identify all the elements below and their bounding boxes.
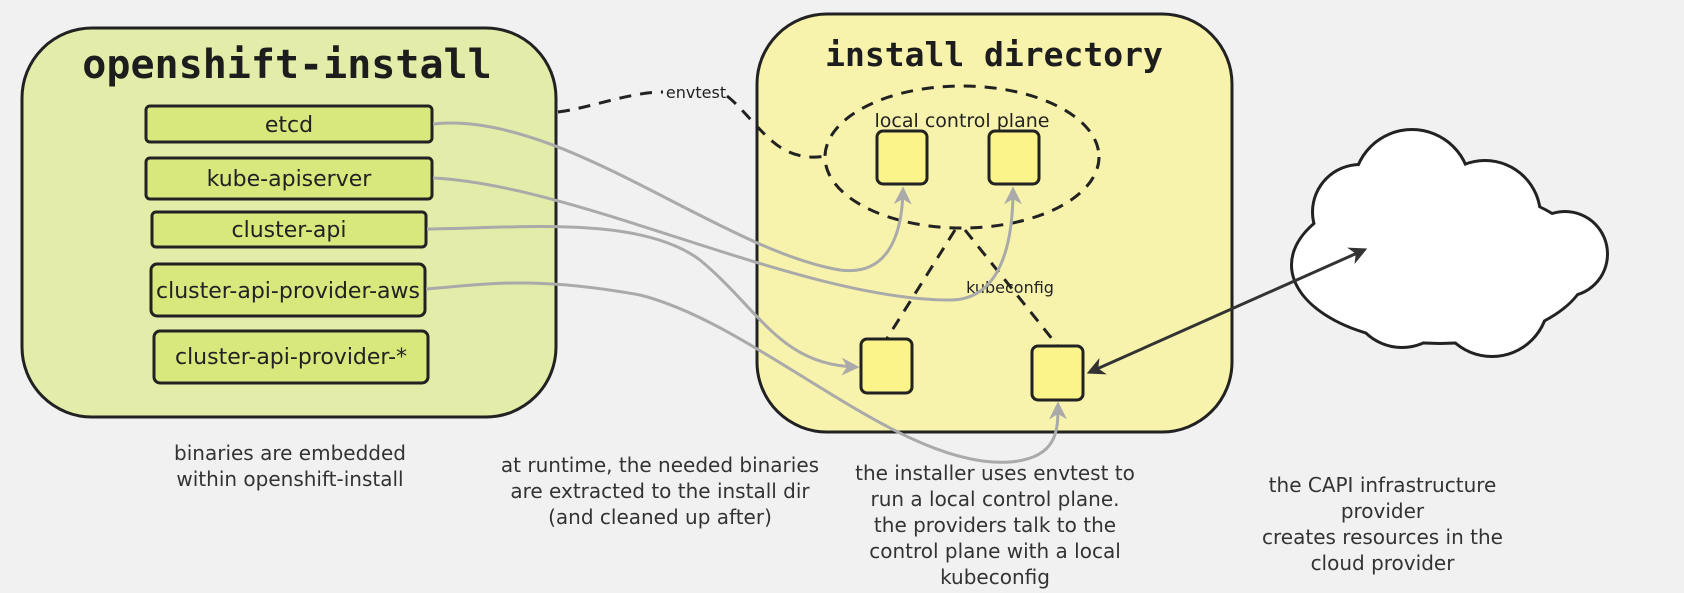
binary-label: kube-apiserver: [207, 167, 373, 192]
local-control-plane-ellipse: [823, 84, 1101, 230]
binary-label: etcd: [265, 113, 313, 138]
binary-box-cluster-api-provider-aws: cluster-api-provider-aws: [149, 262, 427, 318]
openshift-install-panel: openshift-install etcd kube-apiserver cl…: [20, 26, 558, 419]
kube-apiserver-extraction-arrow: [432, 176, 1022, 302]
cluster-api-box: [859, 337, 914, 395]
binary-label: cluster-api-provider-*: [175, 345, 407, 370]
caption-binaries-embedded: binaries are embedded within openshift-i…: [174, 441, 406, 491]
local-control-plane-label: local control plane: [875, 110, 1050, 132]
binary-box-kube-apiserver: kube-apiserver: [144, 156, 434, 201]
install-directory-title: install directory: [825, 35, 1163, 74]
caption-capi-provider: the CAPI infrastructure provider creates…: [1262, 473, 1503, 575]
caption-envtest-control-plane: the installer uses envtest to run a loca…: [855, 461, 1135, 589]
kubeconfig-line-right: [963, 229, 1059, 346]
install-directory-panel: install directory: [755, 12, 1234, 434]
envtest-connector: [557, 90, 827, 159]
etcd-extraction-arrow: [432, 121, 912, 273]
cluster-api-provider-aws-box: [1030, 344, 1085, 402]
kubeconfig-label: kubeconfig: [966, 278, 1054, 297]
provider-cloud-arrow: [1086, 247, 1368, 375]
control-plane-component-box-1: [875, 129, 929, 186]
binary-label: cluster-api-provider-aws: [156, 279, 420, 304]
kubeconfig-line-left: [884, 229, 957, 341]
envtest-label: envtest: [666, 83, 726, 102]
control-plane-component-box-2: [987, 129, 1041, 186]
binary-box-cluster-api-provider-star: cluster-api-provider-*: [152, 329, 430, 385]
cloud-icon: [1290, 128, 1609, 358]
cluster-api-extraction-arrow: [426, 225, 860, 376]
openshift-install-title: openshift-install: [82, 42, 491, 88]
binary-box-cluster-api: cluster-api: [150, 210, 428, 249]
caption-runtime-extraction: at runtime, the needed binaries are extr…: [500, 453, 820, 529]
binary-label: cluster-api: [232, 218, 347, 243]
binary-box-etcd: etcd: [144, 104, 434, 144]
cluster-api-provider-aws-extraction-arrow: [425, 281, 1067, 464]
